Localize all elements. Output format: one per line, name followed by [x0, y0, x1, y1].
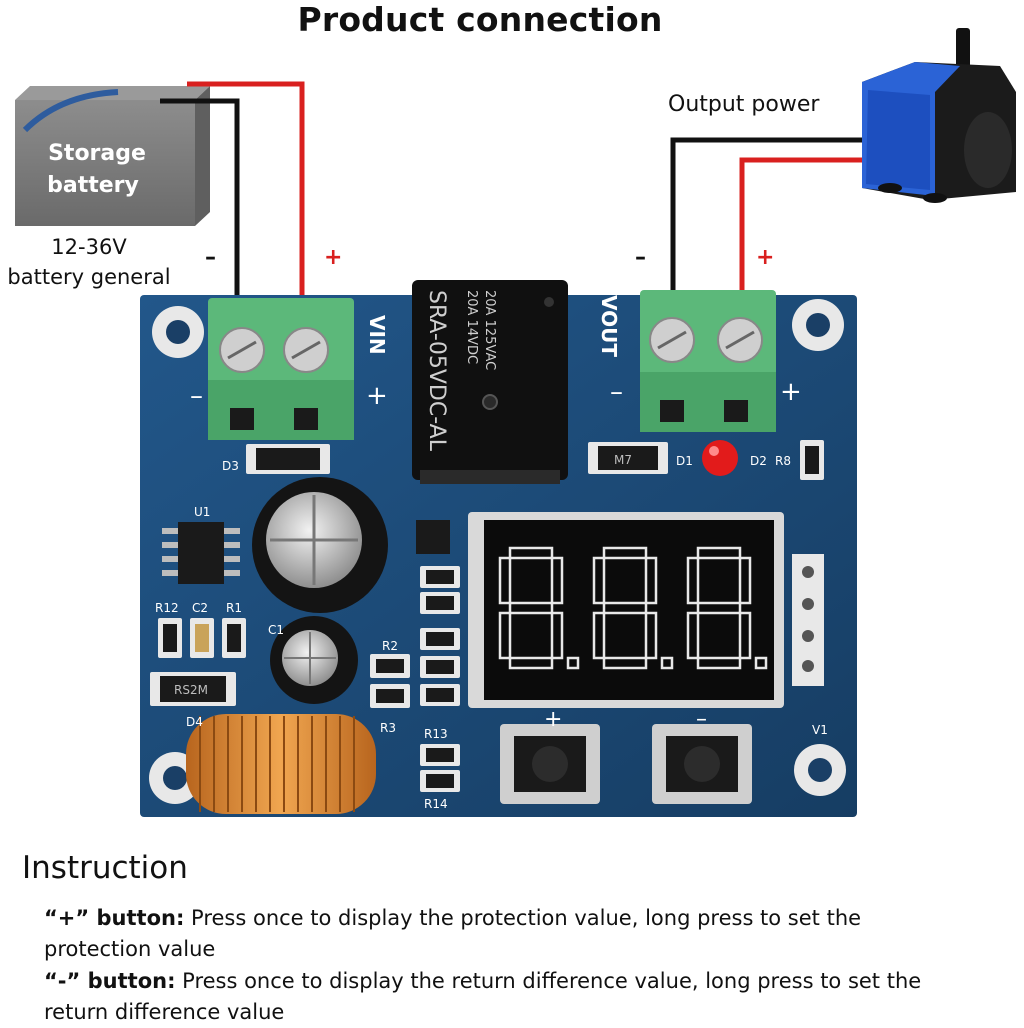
battery-label-line1: Storage: [48, 141, 146, 166]
label-d4: D4: [186, 715, 203, 729]
minus-button[interactable]: [652, 724, 752, 804]
label-d1: D1: [676, 454, 693, 468]
battery-plus-sign: +: [324, 245, 342, 270]
digit-0-segment-5: [498, 556, 512, 605]
output-red-wire: [739, 157, 862, 300]
instruction-item-minus: “-” button: Press once to display the re…: [44, 966, 944, 1028]
vout-label: VOUT: [597, 295, 621, 357]
led-indicator: [702, 440, 738, 476]
smd-components: [150, 440, 824, 792]
d1-marking: M7: [614, 453, 632, 467]
button-minus-label: –: [696, 707, 707, 732]
digit-2-decimal-point: [754, 656, 768, 670]
battery-voltage-label: 12-36V battery general: [0, 232, 178, 292]
d4-marking: RS2M: [174, 683, 208, 697]
label-d2: D2: [750, 454, 767, 468]
output-minus-sign: –: [635, 245, 646, 270]
output-terminal-block: [640, 290, 776, 432]
label-r13: R13: [424, 727, 448, 741]
digit-2-segment-3: [696, 656, 742, 670]
instruction-item-minus-text: Press once to display the return differe…: [44, 969, 922, 1024]
instruction-item-plus-key: “+” button:: [44, 906, 185, 930]
digit-1-segment-3: [602, 656, 648, 670]
vout-minus-label: –: [610, 377, 623, 407]
battery-voltage-line1: 12-36V: [51, 235, 127, 259]
instruction-item-plus: “+” button: Press once to display the pr…: [44, 903, 944, 965]
label-r3: R3: [380, 721, 396, 735]
inductor-coil: [186, 714, 376, 814]
vin-minus-label: –: [190, 381, 203, 411]
label-r1: R1: [226, 601, 242, 615]
label-r8: R8: [775, 454, 791, 468]
battery-label-line2: battery: [47, 173, 139, 198]
digit-1-segment-4: [592, 611, 606, 660]
digit-1-segment-2: [644, 611, 658, 660]
battery-minus-sign: –: [205, 245, 216, 270]
digit-0-segment-4: [498, 611, 512, 660]
input-terminal-block: [208, 298, 354, 440]
digit-1-decimal-point: [660, 656, 674, 670]
digit-1-segment-5: [592, 556, 606, 605]
button-plus-label: +: [544, 707, 562, 732]
relay: [412, 280, 568, 484]
digit-0-segment-0: [508, 546, 554, 560]
plus-button[interactable]: [500, 724, 600, 804]
label-u1: U1: [194, 505, 210, 519]
label-r12: R12: [155, 601, 179, 615]
battery-voltage-line2: battery general: [7, 265, 171, 289]
capacitor-large: [252, 477, 388, 613]
chip-u1: [162, 522, 240, 584]
pcb-board: [140, 280, 857, 817]
page-title: Product connection: [297, 0, 663, 39]
output-power-label: Output power: [668, 92, 820, 117]
seven-segment-display: [468, 512, 784, 708]
label-d3: D3: [222, 459, 239, 473]
instruction-item-minus-key: “-” button:: [44, 969, 176, 993]
instruction-heading: Instruction: [22, 850, 188, 886]
storage-battery: [15, 86, 210, 226]
digit-1-segment-6: [602, 601, 648, 615]
relay-rating-dc: 20A 14VDC: [464, 290, 479, 364]
relay-model: SRA-05VDC-AL: [424, 290, 449, 452]
water-pump: [862, 28, 1016, 203]
battery-red-wire: [187, 81, 305, 300]
battery-black-wire: [160, 98, 240, 300]
digit-0-decimal-point: [566, 656, 580, 670]
label-c2: C2: [192, 601, 208, 615]
vin-plus-label: +: [366, 381, 388, 411]
digit-0-segment-6: [508, 601, 554, 615]
digit-1-segment-1: [644, 556, 658, 605]
digit-0-segment-1: [550, 556, 564, 605]
label-r14: R14: [424, 797, 448, 811]
relay-rating-ac: 20A 125VAC: [482, 290, 497, 370]
vin-label: VIN: [365, 315, 389, 355]
label-c1: C1: [268, 623, 284, 637]
output-plus-sign: +: [756, 245, 774, 270]
digit-0-segment-3: [508, 656, 554, 670]
instruction-item-plus-text: Press once to display the protection val…: [44, 906, 862, 961]
digit-0-segment-2: [550, 611, 564, 660]
digit-2-segment-5: [686, 556, 700, 605]
capacitor-small: [270, 616, 358, 704]
vout-plus-label: +: [780, 377, 802, 407]
digit-1-segment-0: [602, 546, 648, 560]
digit-2-segment-6: [696, 601, 742, 615]
digit-2-segment-0: [696, 546, 742, 560]
digit-2-segment-2: [738, 611, 752, 660]
digit-2-segment-4: [686, 611, 700, 660]
display-digits: [498, 546, 768, 670]
label-r2: R2: [382, 639, 398, 653]
output-black-wire: [670, 137, 862, 300]
digit-2-segment-1: [738, 556, 752, 605]
label-v1: V1: [812, 723, 828, 737]
